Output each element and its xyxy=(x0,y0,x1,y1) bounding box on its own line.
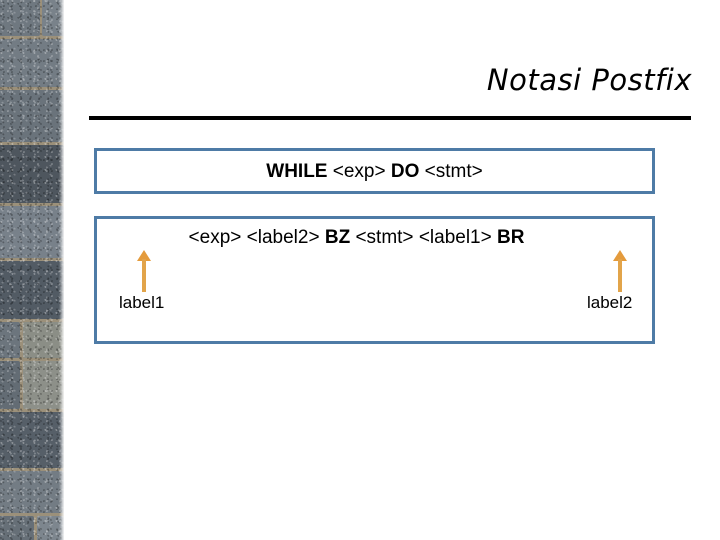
token-br: BR xyxy=(497,227,525,248)
stone-block xyxy=(0,261,64,319)
stone-block xyxy=(23,322,64,358)
stone-block xyxy=(0,516,34,540)
source-code-line: WHILE <exp> DO <stmt> xyxy=(97,161,652,183)
page-title: Notasi Postfix xyxy=(486,63,692,97)
stone-block xyxy=(0,0,40,36)
arrow-head xyxy=(137,250,151,261)
token-while: WHILE xyxy=(266,161,328,182)
annotation-label1: label1 xyxy=(119,293,165,312)
stone-block xyxy=(0,145,64,203)
token-do: DO xyxy=(390,161,420,182)
token-label2: <label2> xyxy=(246,227,320,248)
stone-block xyxy=(23,361,64,409)
title-underline-rule xyxy=(89,116,691,120)
stone-block xyxy=(0,90,64,142)
arrow-shaft xyxy=(142,259,146,292)
token-exp: <exp> xyxy=(332,161,386,182)
stone-block xyxy=(0,412,64,468)
stone-grain-overlay xyxy=(0,0,64,540)
stone-block xyxy=(0,322,20,358)
stone-block xyxy=(0,206,64,258)
arrow-shaft xyxy=(618,259,622,292)
up-arrow-icon-label1 xyxy=(137,250,151,292)
stone-block xyxy=(0,39,64,87)
stone-wall-texture xyxy=(0,0,64,540)
token-stmt: <stmt> xyxy=(355,227,414,248)
stone-block xyxy=(42,0,64,36)
source-statement-box: WHILE <exp> DO <stmt> xyxy=(94,148,655,194)
stone-edge-fade xyxy=(59,0,64,540)
token-exp: <exp> xyxy=(188,227,242,248)
stone-block xyxy=(0,361,20,409)
token-stmt: <stmt> xyxy=(424,161,483,182)
annotation-label2: label2 xyxy=(587,293,633,312)
stone-block xyxy=(0,471,64,513)
token-label1: <label1> xyxy=(418,227,492,248)
arrow-head xyxy=(613,250,627,261)
postfix-code-line: <exp> <label2> BZ <stmt> <label1> BR xyxy=(97,227,652,249)
postfix-translation-box: <exp> <label2> BZ <stmt> <label1> BR lab… xyxy=(94,216,655,344)
token-bz: BZ xyxy=(324,227,351,248)
up-arrow-icon-label2 xyxy=(613,250,627,292)
